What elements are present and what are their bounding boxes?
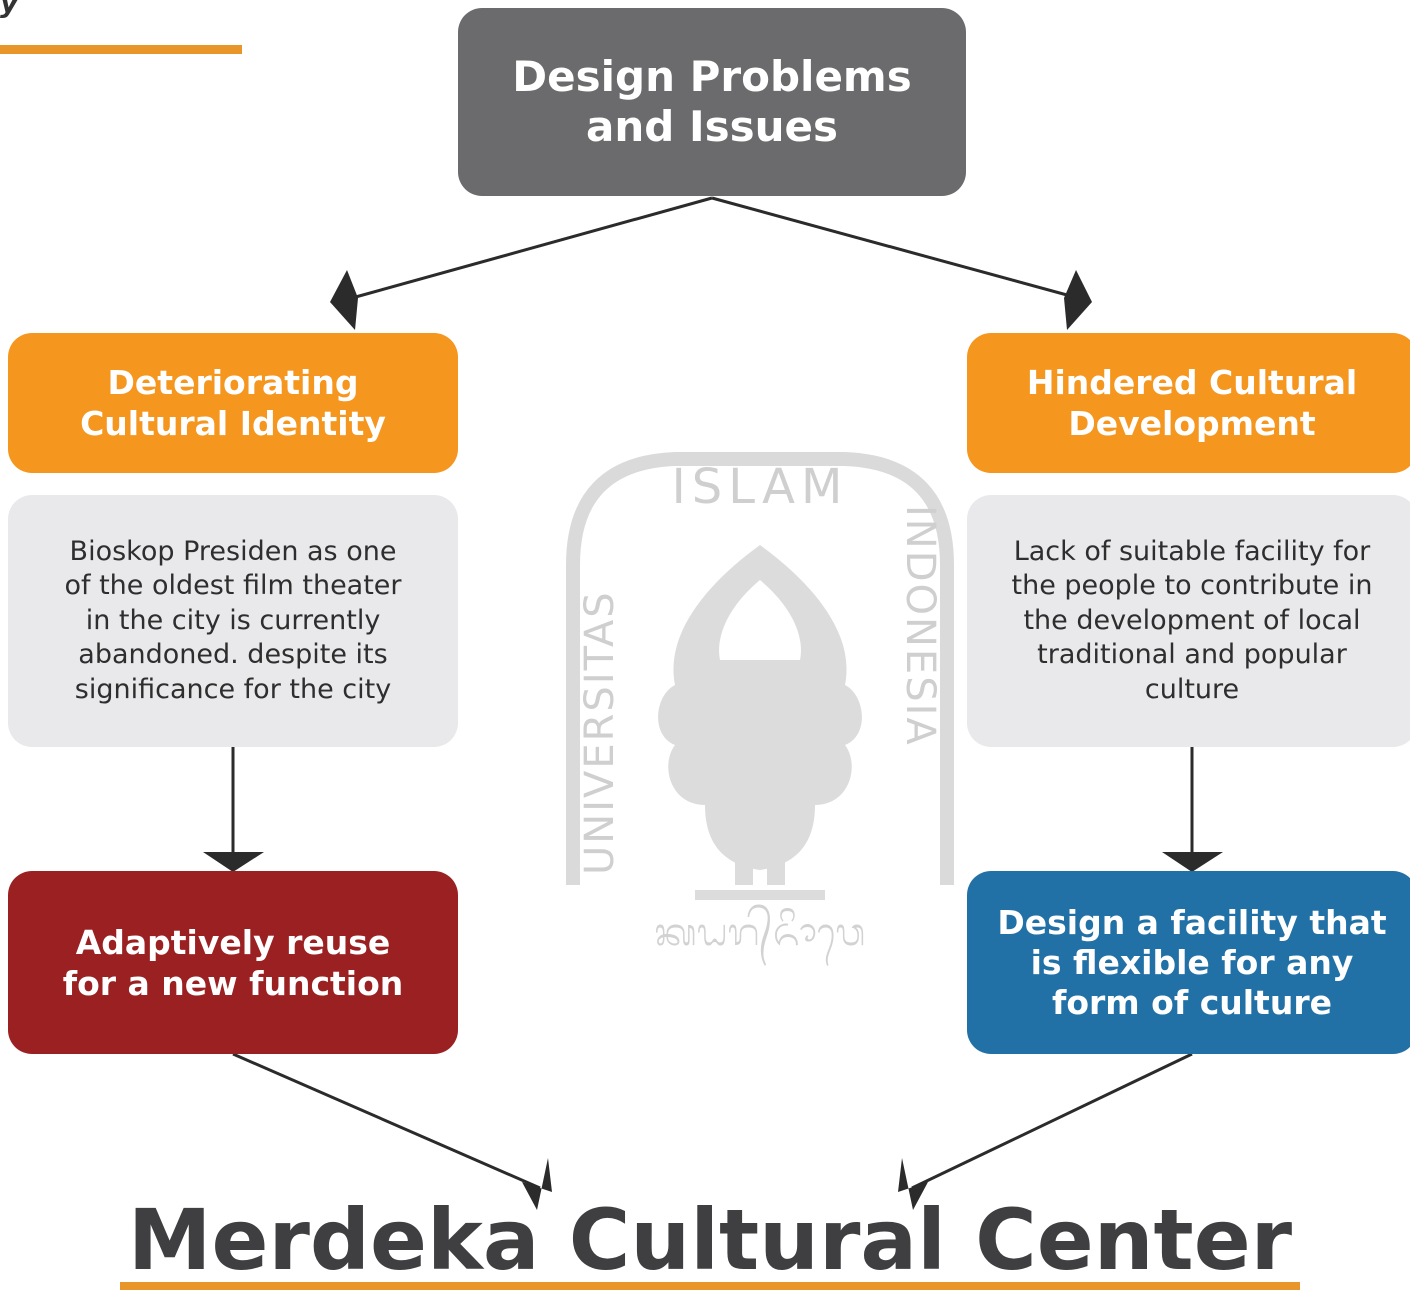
connector-top-to-right bbox=[711, 196, 1079, 300]
right-issue-description-box: Lack of suitable facility for the people… bbox=[967, 495, 1410, 747]
connector-right-solution-to-result bbox=[911, 1052, 1193, 1190]
watermark-top-text: ISLAM bbox=[672, 459, 849, 515]
arrowhead-left-branch bbox=[330, 270, 358, 330]
connector-top-to-left bbox=[351, 196, 713, 300]
arrowhead-right-branch bbox=[1064, 270, 1092, 330]
arrowhead-right-down bbox=[1162, 852, 1223, 872]
left-issue-description-box: Bioskop Presiden as one of the oldest fi… bbox=[8, 495, 458, 747]
university-watermark-logo: ISLAM UNIVERSITAS INDONESIA ᬓᬠᬭ᭄ᬏᬶᬵᬯᬾ bbox=[566, 452, 954, 967]
result-accent-rule bbox=[120, 1282, 1300, 1290]
corner-accent-rule bbox=[0, 45, 242, 54]
arrowhead-right-result bbox=[898, 1158, 928, 1210]
left-issue-heading-box: Deteriorating Cultural Identity bbox=[8, 333, 458, 473]
connector-left-solution-to-result bbox=[232, 1052, 541, 1190]
design-problems-box: Design Problems and Issues bbox=[458, 8, 966, 196]
right-solution-box: Design a facility that is flexible for a… bbox=[967, 871, 1410, 1054]
right-issue-heading-box: Hindered Cultural Development bbox=[967, 333, 1410, 473]
result-title: Merdeka Cultural Center bbox=[127, 1191, 1293, 1289]
left-solution-box: Adaptively reuse for a new function bbox=[8, 871, 458, 1054]
arrowhead-left-result bbox=[522, 1158, 552, 1210]
watermark-right-text: INDONESIA bbox=[897, 505, 943, 747]
arrowhead-left-down bbox=[203, 852, 264, 872]
watermark-left-text: UNIVERSITAS bbox=[577, 590, 623, 875]
corner-text-fragment: y bbox=[0, 0, 19, 19]
